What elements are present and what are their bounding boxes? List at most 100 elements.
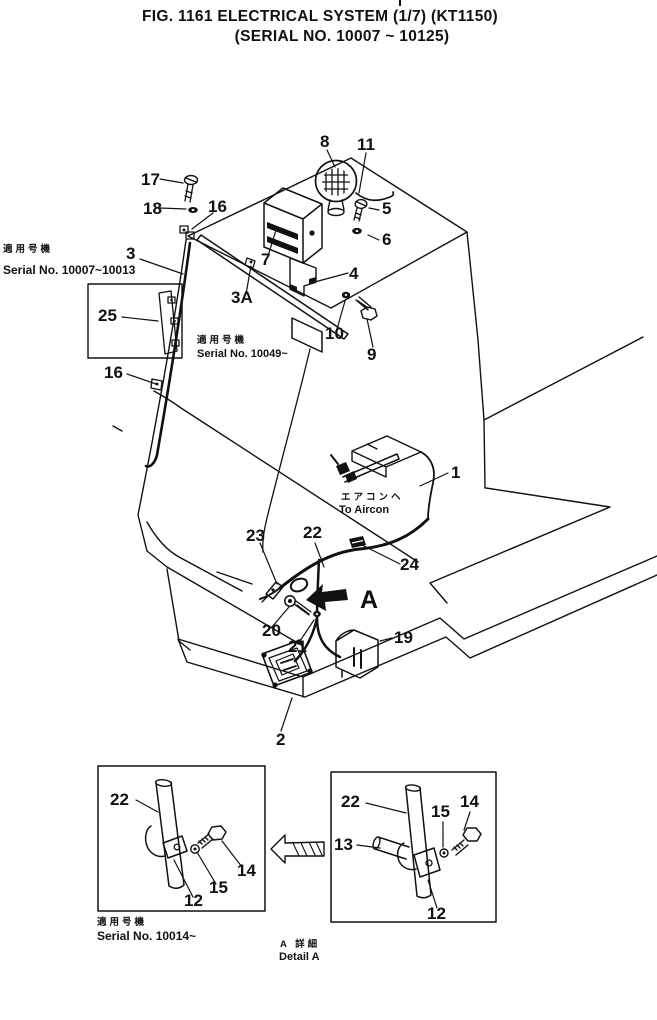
serial-note-2-en: Serial No. 10049~ bbox=[197, 348, 288, 360]
wire-11 bbox=[355, 191, 395, 202]
callout-12-right: 12 bbox=[427, 904, 446, 923]
callout-box-25 bbox=[87, 283, 183, 359]
bolt-14-right bbox=[451, 827, 482, 856]
bracket-4-feet bbox=[290, 277, 316, 293]
callout-14-left: 14 bbox=[237, 861, 256, 880]
screw-5-shaft bbox=[353, 201, 367, 222]
registration-mark bbox=[399, 0, 401, 6]
callout-13: 13 bbox=[334, 835, 353, 854]
clamp-12-right-hole bbox=[425, 859, 433, 867]
clamp-bolt-top bbox=[182, 228, 186, 232]
latch-dot bbox=[174, 341, 177, 345]
detail-a-label-en: Detail A bbox=[279, 951, 320, 963]
bracket-7-slots bbox=[267, 222, 298, 254]
detail-pointer-arrow bbox=[270, 834, 325, 864]
tube-13-cap bbox=[372, 836, 381, 850]
left-harness-wire bbox=[144, 241, 192, 468]
callout-21: 21 bbox=[288, 637, 307, 656]
fasteners-top bbox=[183, 174, 378, 321]
harness-tail bbox=[259, 587, 281, 600]
callout-2: 2 bbox=[276, 730, 285, 749]
clamp-12-right bbox=[396, 842, 441, 878]
aircon-label-jp: エアコンヘ bbox=[341, 492, 404, 503]
callout-16b: 16 bbox=[104, 363, 123, 382]
connector-2-pins bbox=[280, 658, 297, 671]
connector-2-inner bbox=[268, 647, 308, 682]
callout-25: 25 bbox=[98, 306, 117, 325]
horn-body bbox=[314, 159, 358, 203]
horn-8 bbox=[314, 159, 358, 217]
open-arrow-outline bbox=[270, 834, 325, 864]
detail-box-right-frame bbox=[330, 771, 497, 923]
open-arrow-hatch bbox=[292, 841, 323, 857]
callout-22-left: 22 bbox=[110, 790, 129, 809]
callout-23: 23 bbox=[246, 526, 265, 545]
drop-wire bbox=[262, 348, 311, 553]
connector-1-bracket bbox=[351, 435, 422, 478]
callout-6: 6 bbox=[382, 230, 391, 249]
serial-note-3-en: Serial No. 10014~ bbox=[97, 929, 196, 943]
left-harness bbox=[144, 225, 195, 468]
tube-13 bbox=[374, 836, 410, 860]
callout-11: 11 bbox=[357, 135, 375, 154]
main-harness-22 bbox=[259, 517, 430, 663]
washer-21-hole bbox=[315, 613, 319, 615]
screw-17-head bbox=[183, 174, 199, 186]
harness-rod-3 bbox=[196, 234, 349, 353]
callout-3: 3 bbox=[126, 244, 135, 263]
rod-clip bbox=[244, 257, 256, 269]
detail-box-left-frame bbox=[97, 765, 266, 912]
callout-14-right: 14 bbox=[460, 792, 479, 811]
clamp-23 bbox=[261, 581, 284, 603]
callout-9: 9 bbox=[367, 345, 376, 364]
serial-note-1-en: Serial No. 10007~10013 bbox=[3, 263, 136, 277]
relay-19-slots bbox=[353, 647, 362, 669]
tube-22-right-cap bbox=[404, 784, 422, 792]
washer-10-hole bbox=[344, 294, 348, 296]
fasteners-lower bbox=[284, 595, 321, 618]
callout-1: 1 bbox=[451, 463, 460, 482]
relay-19 bbox=[335, 629, 379, 679]
figure-title: FIG. 1161 ELECTRICAL SYSTEM (1/7) (KT115… bbox=[142, 8, 498, 25]
harness-branch-connector bbox=[293, 616, 319, 663]
screw-17-shaft bbox=[184, 177, 197, 203]
latch-plate-25 bbox=[158, 290, 180, 355]
aircon-label-en: To Aircon bbox=[339, 504, 389, 516]
callout-3a: 3A bbox=[231, 288, 253, 307]
bolt-20-shaft bbox=[293, 600, 312, 616]
serial-note-3-jp: 適用号機 bbox=[97, 916, 147, 928]
callout-19: 19 bbox=[394, 628, 413, 647]
view-arrow-a bbox=[306, 584, 348, 611]
panel-25-box bbox=[87, 283, 183, 359]
bracket-7-bolt bbox=[309, 230, 315, 236]
washer-15-right-hole bbox=[442, 851, 446, 855]
callout-24: 24 bbox=[400, 555, 419, 574]
bolt-9 bbox=[355, 296, 378, 321]
callout-4: 4 bbox=[349, 264, 359, 283]
bracket-7 bbox=[263, 187, 323, 264]
horn-grill bbox=[322, 168, 350, 196]
harness-grommet bbox=[289, 577, 309, 593]
washer-6-hole bbox=[355, 230, 359, 232]
screw-5-head bbox=[354, 198, 368, 210]
figure-subtitle: (SERIAL NO. 10007 ~ 10125) bbox=[235, 28, 450, 45]
callout-5: 5 bbox=[382, 199, 391, 218]
bracket-4 bbox=[289, 257, 317, 297]
washer-15-left-hole bbox=[193, 847, 197, 851]
callout-15-right: 15 bbox=[431, 802, 450, 821]
clamp-23-bolt bbox=[271, 588, 275, 592]
rod-clip-bolt bbox=[249, 260, 253, 264]
doc-code: 72050-1A bbox=[563, 1017, 621, 1020]
callout-22-right: 22 bbox=[341, 792, 360, 811]
callout-8: 8 bbox=[320, 132, 329, 151]
connector-1-pin bbox=[330, 454, 339, 465]
horn-mount bbox=[327, 199, 345, 211]
harness-clamp-mid bbox=[150, 378, 163, 391]
connector-2-ear bbox=[261, 652, 267, 658]
connector-1-wire bbox=[420, 451, 435, 520]
connector-2-ear bbox=[307, 668, 313, 674]
harness-main-run bbox=[278, 517, 430, 590]
serial-note-2-jp: 適用号機 bbox=[197, 334, 247, 346]
